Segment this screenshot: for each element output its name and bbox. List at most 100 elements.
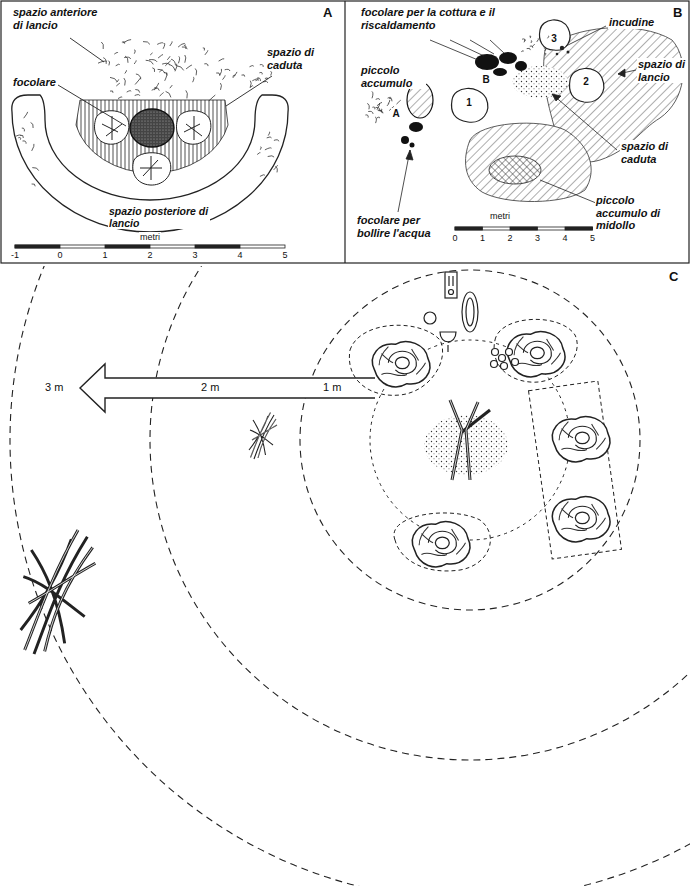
debris-mark [176,66,184,71]
debris-mark [125,71,127,74]
seated-figures [177,111,211,144]
anvil [556,53,559,56]
objects [466,298,474,326]
debris-mark [195,69,196,76]
debris-mark [548,36,550,38]
scale-number: metri [139,232,161,242]
debris-mark [185,55,186,63]
distance-arrow [80,364,375,412]
scale-bar [455,227,593,230]
debris-mark [529,36,530,38]
scale-number: 5 [589,233,596,243]
debris-mark [260,175,265,177]
hearth [130,109,174,147]
debris-mark [267,137,272,138]
debris-mark [375,117,376,123]
woodpile-small [249,413,277,460]
woodpile-large [21,530,96,654]
label: piccolo accumulo di midollo [595,194,687,232]
scale-bar [105,245,150,248]
seated-person [372,342,429,387]
scale-number: 1 [465,97,473,109]
debris-mark [152,68,154,72]
hearth-sticks [450,400,462,480]
leader-lines [552,94,561,101]
debris-mark [158,69,165,73]
debris-mark [527,48,531,50]
scale-number: 3 [534,233,541,243]
debris-mark [193,77,194,82]
label: piccolo accumulo [360,64,426,89]
scale-bar [455,227,593,230]
debris-mark [134,50,135,54]
label: A [322,6,333,21]
debris-mark [124,78,125,85]
debris-mark [160,92,164,96]
debris-mark [135,95,140,96]
label: focolare per la cottura e il riscaldamen… [360,6,522,31]
debris-mark [205,50,208,55]
scale-number: 2 [582,76,590,88]
debris-mark [260,65,263,67]
cooking-hearth [493,68,507,76]
debris-mark [150,53,153,55]
objects [499,355,506,362]
debris-mark [365,115,368,118]
debris-mark [123,40,131,43]
panel-a [12,38,288,248]
seated-person [552,417,609,462]
label: focolare per bollire l'acqua [356,214,454,239]
debris-mark [101,42,103,49]
scale-number: 0 [451,233,458,243]
tool-icon [445,272,457,298]
seated-person [552,497,609,542]
debris-mark [135,89,139,92]
seated-figures [102,116,122,140]
debris-mark [233,75,236,76]
debris-mark [367,104,369,110]
marrow-accumulation [489,156,541,184]
seated-person [412,522,469,567]
debris-mark [165,73,167,81]
debris-mark [378,110,384,113]
scale-number: metri [489,211,511,221]
hearth-sticks [450,400,462,480]
debris-mark [18,138,20,140]
debris-mark [271,72,272,76]
boiling-hearth-stones [410,143,415,148]
debris-mark [242,75,245,77]
objects [424,292,519,370]
scale-bar [15,245,60,248]
seated-figures [452,20,604,122]
scale-number: B [481,74,490,86]
scale-number: 1 [101,250,108,260]
debris-mark [23,141,27,144]
debris-mark [114,52,117,54]
debris-mark [544,48,546,51]
seated-figures [540,20,571,50]
scale-number: 1 [479,233,486,243]
label: spazio di caduta [620,140,684,165]
label: spazio anteriore di lancio [12,6,106,31]
debris-mark [143,42,150,45]
debris-mark [32,168,38,171]
debris-mark [388,100,390,104]
debris-mark [522,39,525,41]
tool-icon [452,276,453,286]
dashed-enclosures [529,381,622,559]
debris-mark [146,60,154,64]
leader-lines [450,40,484,56]
distance-rings [10,266,690,886]
scale-bar [565,227,593,230]
objects [447,345,448,352]
boiling-hearth-stones [401,136,409,144]
leader-lines [70,38,104,62]
debris-mark [31,123,34,129]
debris-mark [260,147,261,150]
leader-lines [470,40,494,54]
debris-mark [124,57,131,59]
debris-mark [268,132,269,136]
debris-mark [136,74,141,79]
debris-mark [250,66,254,67]
